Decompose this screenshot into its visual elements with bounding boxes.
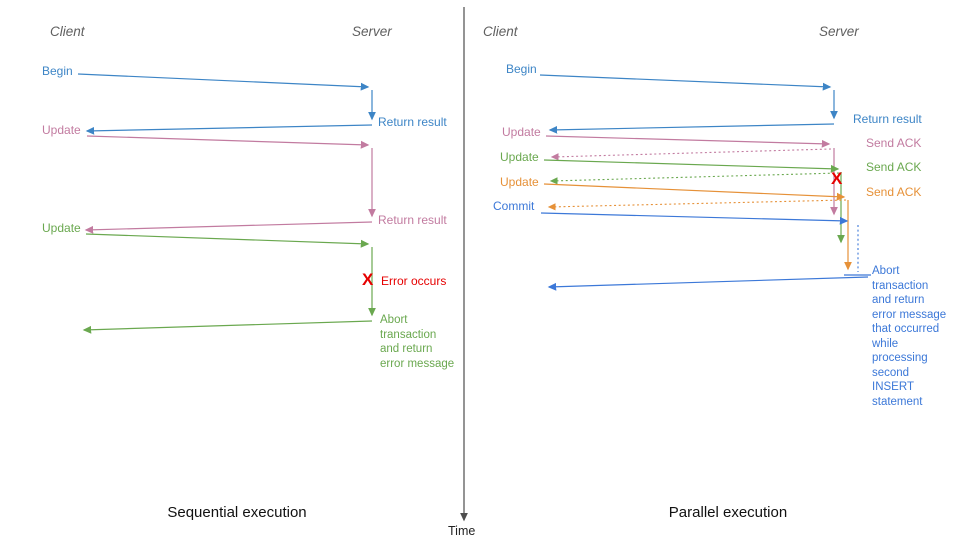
left-return-result-1-label: Return result — [378, 115, 447, 129]
seq-abort-return-arrow — [82, 320, 373, 334]
par-abort-return-arrow — [547, 276, 869, 291]
right-panel-caption: Parallel execution — [668, 504, 788, 521]
seq-update-1-request-arrow — [86, 135, 370, 149]
par-send-ack-2-arrow — [549, 172, 840, 185]
par-commit-request-arrow — [540, 212, 849, 225]
left-server-header: Server — [352, 24, 392, 39]
par-return-result-arrow — [548, 123, 835, 134]
seq-return-result-2-arrow — [84, 221, 373, 234]
par-send-ack-1-arrow — [550, 148, 832, 161]
left-update-1-label: Update — [42, 123, 81, 137]
right-client-header: Client — [483, 24, 518, 39]
right-panel-lines — [539, 74, 871, 291]
left-begin-label: Begin — [42, 64, 73, 78]
right-return-result-label: Return result — [853, 112, 922, 126]
right-send-ack-3-label: Send ACK — [866, 185, 922, 199]
right-update-1-label: Update — [502, 125, 541, 139]
right-begin-label: Begin — [506, 62, 537, 76]
left-error-x-icon: X — [362, 270, 374, 289]
seq-update-2-request-arrow — [85, 233, 370, 248]
par-update-1-request-arrow — [545, 135, 831, 148]
right-send-ack-1-label: Send ACK — [866, 136, 922, 150]
left-update-2-label: Update — [42, 221, 81, 235]
left-client-header: Client — [50, 24, 85, 39]
right-error-x-icon: X — [831, 169, 843, 188]
left-error-occurs-label: Error occurs — [381, 274, 447, 288]
left-return-result-2-label: Return result — [378, 213, 447, 227]
right-update-2-label: Update — [500, 150, 539, 164]
par-send-ack-3-arrow — [547, 199, 847, 211]
seq-return-result-1-arrow — [85, 124, 373, 135]
left-abort-note: Abort transaction and return error messa… — [380, 314, 455, 370]
par-update-3-request-arrow — [543, 183, 846, 201]
right-server-header: Server — [819, 24, 859, 39]
right-commit-label: Commit — [493, 199, 535, 213]
right-send-ack-2-label: Send ACK — [866, 160, 922, 174]
seq-begin-request-arrow — [77, 73, 370, 91]
par-begin-request-arrow — [539, 74, 832, 91]
time-axis-label: Time — [448, 524, 476, 538]
par-update-2-request-arrow — [543, 159, 840, 173]
left-panel-lines — [77, 73, 376, 334]
right-update-3-label: Update — [500, 175, 539, 189]
left-panel-caption: Sequential execution — [167, 504, 307, 521]
right-abort-note: Abort transaction and return error messa… — [872, 265, 947, 408]
